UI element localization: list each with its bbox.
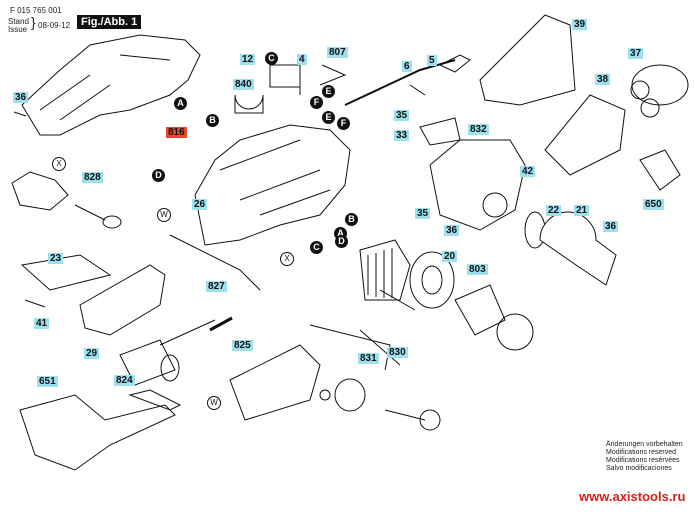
gear-housing-part	[429, 139, 526, 231]
connector-b2-marker: B	[345, 213, 358, 226]
part-label-803[interactable]: 803	[467, 264, 488, 275]
part-label-827[interactable]: 827	[206, 281, 227, 292]
part-label-6[interactable]: 6	[402, 61, 412, 72]
part-label-21[interactable]: 21	[574, 205, 590, 216]
marker-x-housing: X	[280, 252, 294, 266]
marker-w-spring: W	[207, 396, 221, 410]
note-es: Salvo modificaciones	[606, 465, 672, 472]
connector-d2-marker: D	[335, 235, 348, 248]
connector-f2-marker: F	[337, 117, 350, 130]
connector-a-marker: A	[174, 97, 187, 110]
note-fr: Modifications resérvées	[606, 457, 680, 464]
connector-e2-marker: E	[322, 111, 335, 124]
motor-housing-part	[194, 124, 351, 246]
connector-e-marker: E	[322, 85, 335, 98]
part-label-38[interactable]: 38	[595, 74, 611, 85]
part-label-29[interactable]: 29	[84, 348, 100, 359]
connector-c-marker: C	[265, 52, 278, 65]
part-label-828[interactable]: 828	[82, 172, 103, 183]
part-label-807[interactable]: 807	[327, 47, 348, 58]
sanding-plate-part	[19, 394, 176, 471]
screw-part	[13, 111, 27, 117]
note-en: Modifications reserved	[606, 449, 677, 456]
part-label-20[interactable]: 20	[442, 251, 458, 262]
part-label-832[interactable]: 832	[468, 124, 489, 135]
connector-f-marker: F	[310, 96, 323, 109]
stand-label: Stand	[8, 17, 29, 26]
part-label-650[interactable]: 650	[643, 199, 664, 210]
part-label-36-right[interactable]: 36	[603, 221, 619, 232]
housing-cover-part	[21, 34, 201, 136]
part-label-816[interactable]: 816	[166, 127, 187, 138]
handle-bolt-part	[74, 204, 106, 221]
dust-bag-part	[479, 14, 576, 106]
part-label-830[interactable]: 830	[387, 347, 408, 358]
part-label-33[interactable]: 33	[394, 130, 410, 141]
connector-d-marker: D	[152, 169, 165, 182]
website-link[interactable]: www.axistools.ru	[579, 489, 686, 504]
armature-part	[454, 284, 506, 336]
issue-date: 08-09-12	[38, 21, 71, 30]
marker-x-handle: X	[52, 157, 66, 171]
connector-b-marker: B	[206, 114, 219, 127]
part-label-22[interactable]: 22	[546, 205, 562, 216]
part-label-4[interactable]: 4	[297, 54, 307, 65]
marker-w-housing: W	[157, 208, 171, 222]
issue-label: Issue	[8, 25, 28, 34]
part-label-825[interactable]: 825	[232, 340, 253, 351]
part-label-831[interactable]: 831	[358, 353, 379, 364]
part-label-36-top[interactable]: 36	[13, 92, 29, 103]
part-label-26[interactable]: 26	[192, 199, 208, 210]
stator-part	[359, 239, 411, 301]
part-label-39[interactable]: 39	[572, 19, 588, 30]
frame-part	[79, 264, 166, 336]
part-label-651[interactable]: 651	[37, 376, 58, 387]
figure-label: Fig./Abb. 1	[77, 15, 142, 29]
dust-tube-part	[544, 94, 626, 176]
part-label-42[interactable]: 42	[520, 166, 536, 177]
document-number: F 015 765 001	[10, 6, 62, 15]
note-de: Änderungen vorbehalten	[606, 441, 683, 448]
part-label-840[interactable]: 840	[233, 79, 254, 90]
part-label-35-top[interactable]: 35	[394, 110, 410, 121]
part-label-23[interactable]: 23	[48, 253, 64, 264]
part-label-37[interactable]: 37	[628, 48, 644, 59]
connector-c2-marker: C	[310, 241, 323, 254]
modification-notes: Änderungen vorbehalten Modifications res…	[606, 441, 683, 473]
part-label-35-bottom[interactable]: 35	[415, 208, 431, 219]
rear-frame-part	[229, 344, 321, 421]
power-cord-part	[344, 59, 456, 106]
part-label-5[interactable]: 5	[427, 55, 437, 66]
cover-plate-part	[20, 254, 112, 291]
part-label-824[interactable]: 824	[114, 375, 135, 386]
brace-symbol: }	[31, 14, 36, 30]
part-label-36-mid[interactable]: 36	[444, 225, 460, 236]
part-label-12[interactable]: 12	[240, 54, 256, 65]
handle-part	[11, 171, 69, 211]
part-label-41[interactable]: 41	[34, 318, 50, 329]
